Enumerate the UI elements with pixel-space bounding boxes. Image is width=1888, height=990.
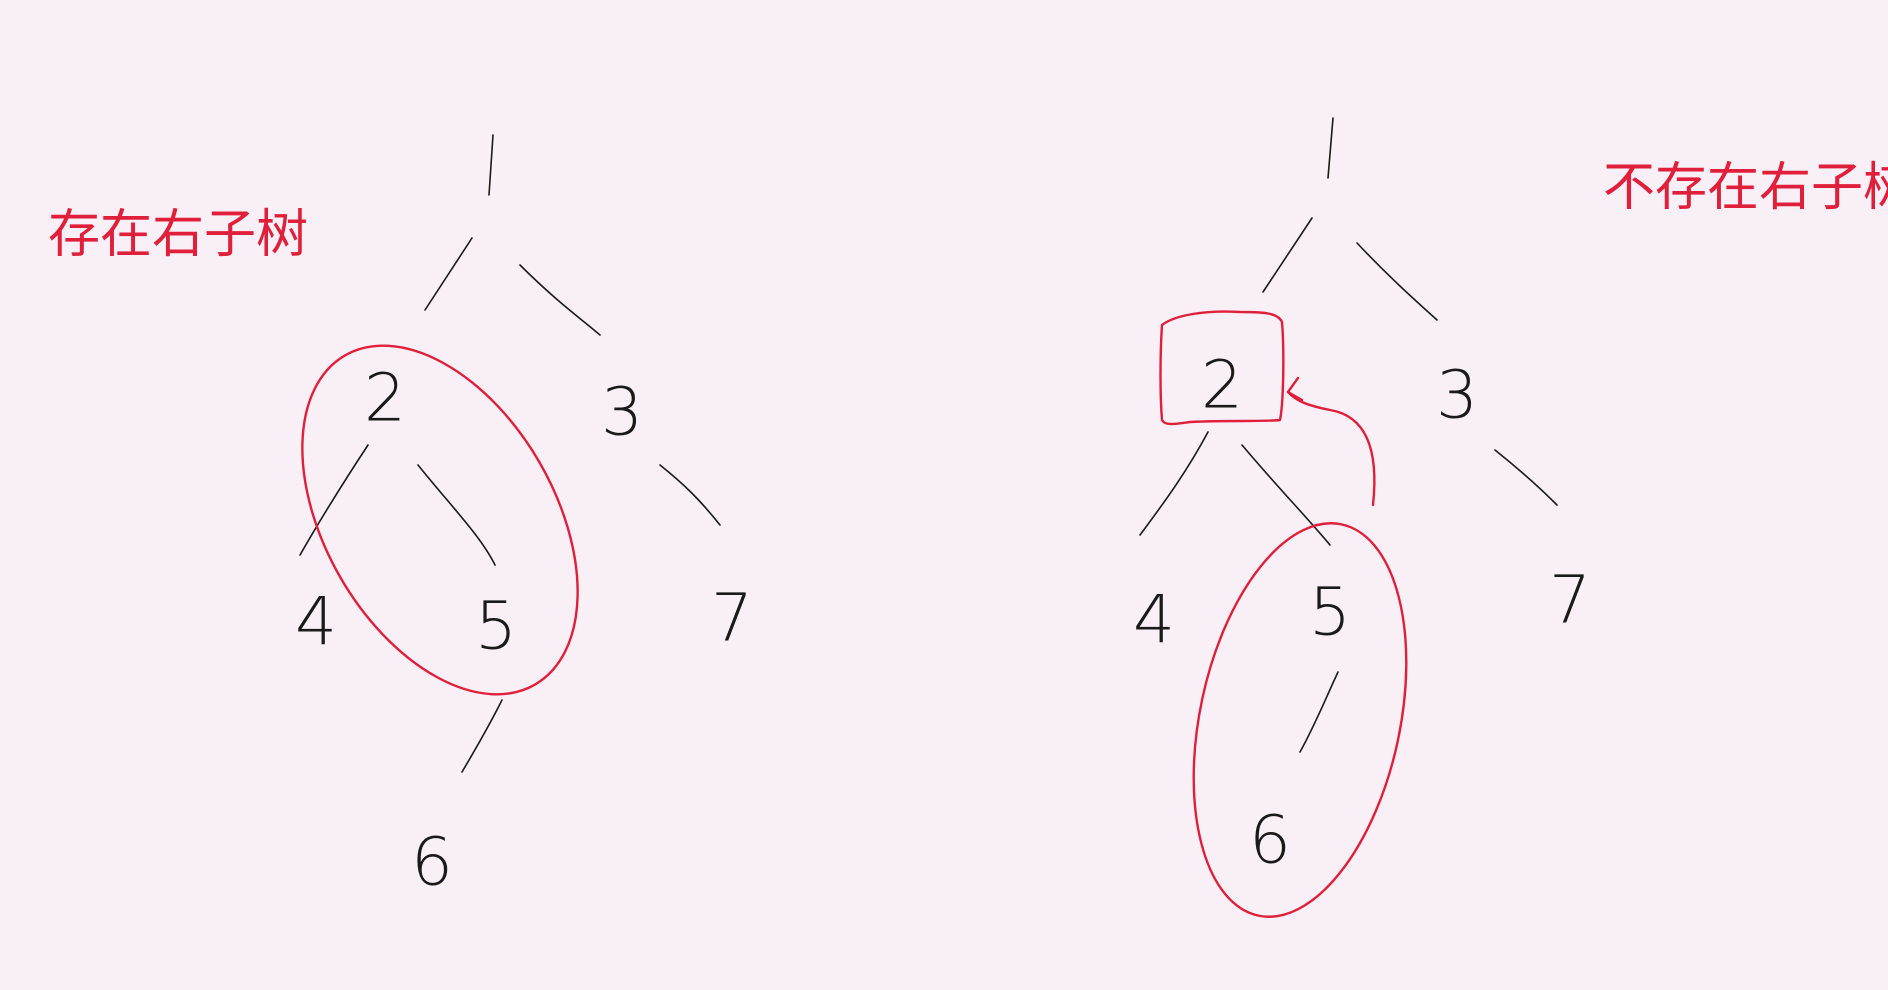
right-node-4: 4 [1133,582,1175,659]
right-tree: 1 2 3 4 5 7 6 [1133,117,1591,879]
right-subtree-highlight-ellipse [1192,522,1408,918]
left-edge-2-4 [299,444,369,556]
left-node-2: 2 [364,360,406,437]
left-node-3: 3 [601,374,643,451]
left-subtree-highlight-ellipse [301,344,579,696]
right-node-5: 5 [1309,574,1351,651]
right-node-7: 7 [1549,562,1591,639]
right-backtrack-arrow [1286,390,1376,507]
left-edge-5-6 [461,699,503,773]
right-caption: 不存在右子树 [1603,158,1888,218]
right-backtrack-arrowhead [1286,376,1304,402]
left-tree: 1 2 3 4 5 7 6 [295,134,753,901]
left-node-7: 7 [711,580,753,657]
left-edge-3-7 [659,464,721,526]
right-node-6: 6 [1249,802,1291,879]
right-edge-5-6 [1299,671,1339,753]
left-edge-2-5 [417,464,496,566]
left-node-4: 4 [295,584,337,661]
right-edge-2-4 [1139,431,1209,536]
left-edge-1-3 [519,264,601,336]
left-edge-1-2 [424,237,473,311]
right-node-2: 2 [1201,347,1243,424]
right-edge-1-3 [1356,242,1438,321]
right-edge-1-2 [1262,217,1313,293]
left-node-5: 5 [475,588,517,665]
right-node-3: 3 [1436,357,1478,434]
right-node-1-stroke [1327,117,1334,179]
left-node-1-stroke [488,134,494,196]
right-node-2-highlight-box [1159,310,1285,426]
left-node-6: 6 [411,824,453,901]
left-caption: 存在右子树 [48,205,308,265]
right-edge-3-7 [1494,449,1558,506]
right-edge-2-5 [1241,444,1331,546]
